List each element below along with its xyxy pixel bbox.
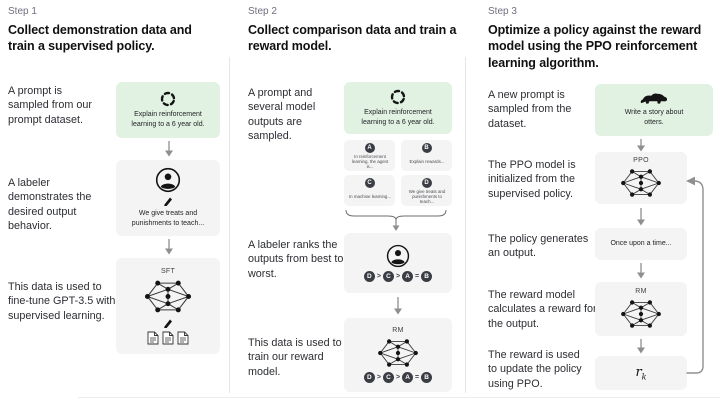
step3-rm-box: RM [595,282,687,336]
brace-icon [345,209,447,231]
otter-icon [640,93,668,104]
rank-circle: A [402,372,414,383]
step1-side-labeler: A labeler demonstrates the desired outpu… [8,177,92,232]
step2-labeler-box: D > C > A = B [344,233,452,293]
rank-circle: A [402,271,414,282]
output-card-a: A In reinforcement learning, the agent i… [344,140,395,171]
pencil-icon [164,319,172,328]
rank-separator: > [376,374,381,381]
rank-circle: D [363,271,375,282]
reward-symbol: rk [635,364,647,382]
step3-reward-box: rk [595,356,687,390]
rank-circle: C [382,372,394,383]
step2-side-rank: A labeler ranks the outputs from best to… [248,239,344,280]
network-icon [621,300,661,328]
rank-circle: C [382,271,394,282]
network-icon [145,280,191,312]
step1-prompt-box: Explain reinforcement learning to a 6 ye… [116,82,220,138]
step3-prompt-box: Write a story about otters. [595,84,713,136]
step3-output-box: Once upon a time... [595,228,687,260]
sample-icon [160,91,176,106]
rank-circle: D [363,372,375,383]
rm-label: RM [635,288,647,295]
down-arrow-icon [637,208,645,226]
step1-title: Collect demonstration data and train a s… [8,23,192,54]
step2-label: Step 2 [248,6,277,17]
step3-side-prompt: A new prompt is sampled from the dataset… [488,89,572,130]
sample-icon [390,89,406,104]
column-divider [229,57,230,393]
step1-sft-box: SFT [116,258,220,354]
down-arrow-icon [165,239,173,255]
step2-prompt-box: Explain reinforcement learning to a 6 ye… [344,82,452,134]
step1-labeler-box: We give treats and punishments to teach.… [116,160,220,236]
rm-label: RM [392,327,404,334]
output-card-text: In reinforcement learning, the agent is.… [351,154,388,170]
output-card-text: Explain rewards... [409,159,444,165]
rank-circle: B [421,372,433,383]
rank-separator: > [376,273,381,280]
step2-rm-box: RM D > C > A = B [344,318,452,392]
step2-side-prompt: A prompt and several model outputs are s… [248,87,316,142]
labeler-box-text: We give treats and punishments to teach.… [131,210,205,227]
rank-separator: > [395,374,401,381]
output-letter-badge: B [421,143,432,153]
step3-title: Optimize a policy against the reward mod… [488,23,702,70]
rank-separator: = [415,374,420,381]
column-divider [465,57,466,393]
step1-side-finetune: This data is used to fine-tune GPT-3.5 w… [8,281,116,322]
step2-side-train: This data is used to train our reward mo… [248,337,342,378]
network-icon [621,169,661,197]
down-arrow-icon [637,263,645,279]
ppo-label: PPO [633,157,649,164]
ranking: D > C > A = B [363,271,433,282]
step1-label: Step 1 [8,6,37,17]
prompt-box-text: Write a story about otters. [624,109,684,126]
loop-arrow-icon [686,176,704,374]
step3-side-update: The reward is used to update the policy … [488,349,582,390]
output-letter-badge: D [421,178,432,188]
network-icon [378,339,418,367]
step3-side-output: The policy generates an output. [488,233,589,260]
output-card-c: C In machine learning... [344,175,395,206]
rank-circle: B [421,271,433,282]
output-letter-badge: C [364,178,375,188]
rank-separator: > [395,273,401,280]
down-arrow-icon [637,139,645,152]
down-arrow-icon [637,339,645,354]
step2-title: Collect comparison data and train a rewa… [248,23,457,54]
labeler-icon [386,244,410,268]
bottom-divider [78,397,720,398]
ranking: D > C > A = B [363,372,433,383]
sft-label: SFT [160,267,176,275]
step3-ppo-box: PPO [595,152,687,204]
step1-side-prompt: A prompt is sampled from our prompt data… [8,85,93,126]
step3-side-reward: The reward model calculates a reward for… [488,289,597,330]
output-letter-badge: A [364,143,375,153]
down-arrow-icon [165,141,173,157]
output-card-b: B Explain rewards... [401,140,452,171]
step3-side-init: The PPO model is initialized from the su… [488,159,576,200]
rank-separator: = [415,273,420,280]
prompt-box-text: Explain reinforcement learning to a 6 ye… [361,108,435,126]
documents-icon [147,331,189,345]
step3-label: Step 3 [488,6,517,17]
output-card-text: We give treats and punishments to teach.… [408,189,445,205]
output-card-text: In machine learning... [348,194,391,200]
output-box-text: Once upon a time... [610,240,672,248]
labeler-icon [155,168,181,193]
prompt-box-text: Explain reinforcement learning to a 6 ye… [131,110,205,128]
pencil-icon [164,197,172,207]
down-arrow-icon [394,297,402,315]
output-card-d: D We give treats and punishments to teac… [401,175,452,206]
